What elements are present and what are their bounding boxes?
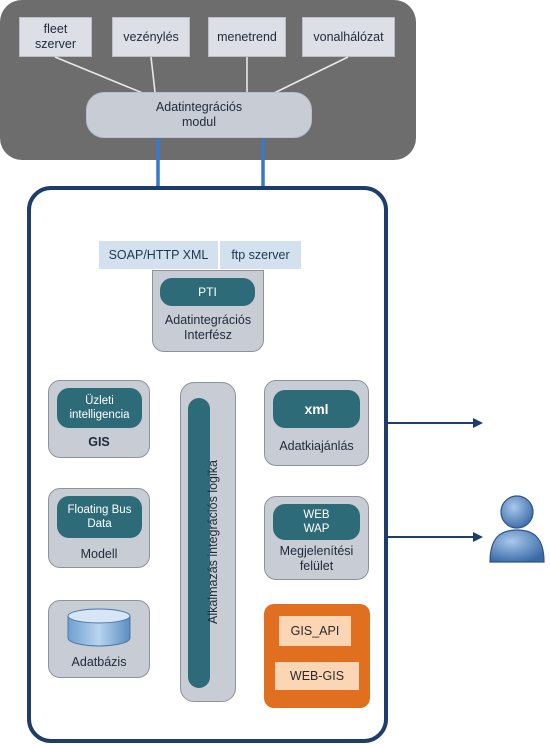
soap-interface-label: SOAP/HTTP XML [99, 241, 218, 269]
web-gis-box: WEB-GIS [275, 662, 359, 690]
source-fleet-server: fleet szerver [19, 17, 92, 57]
floating-bus-data-badge: Floating Bus Data [57, 496, 142, 538]
display-interface-label: Megjelenítési felület [279, 544, 354, 573]
integration-module: Adatintegrációs modul [86, 92, 312, 138]
source-vezenyles: vezénylés [112, 17, 190, 57]
user-icon [489, 495, 545, 563]
source-vonalhalozat: vonalhálózat [302, 17, 395, 57]
web-wap-badge: WEB WAP [273, 504, 360, 540]
pti-label: Adatintegrációs Interfész [164, 313, 252, 342]
integration-logic-label: Alkalmazás integrációs logika [206, 460, 220, 624]
model-label: Modell [80, 546, 118, 561]
database-label: Adatbázis [71, 654, 127, 669]
business-intelligence-badge: Üzleti intelligencia [57, 388, 142, 428]
gis-api-box: GIS_API [279, 616, 351, 646]
integration-logic-bar [188, 398, 210, 688]
xml-badge: xml [273, 390, 360, 428]
gis-label: GIS [88, 434, 110, 449]
source-menetrend: menetrend [208, 17, 286, 57]
data-offering-label: Adatkiajánlás [279, 438, 354, 453]
database-icon [67, 608, 131, 647]
pti-badge: PTI [160, 278, 255, 306]
ftp-interface-label: ftp szerver [220, 241, 301, 269]
